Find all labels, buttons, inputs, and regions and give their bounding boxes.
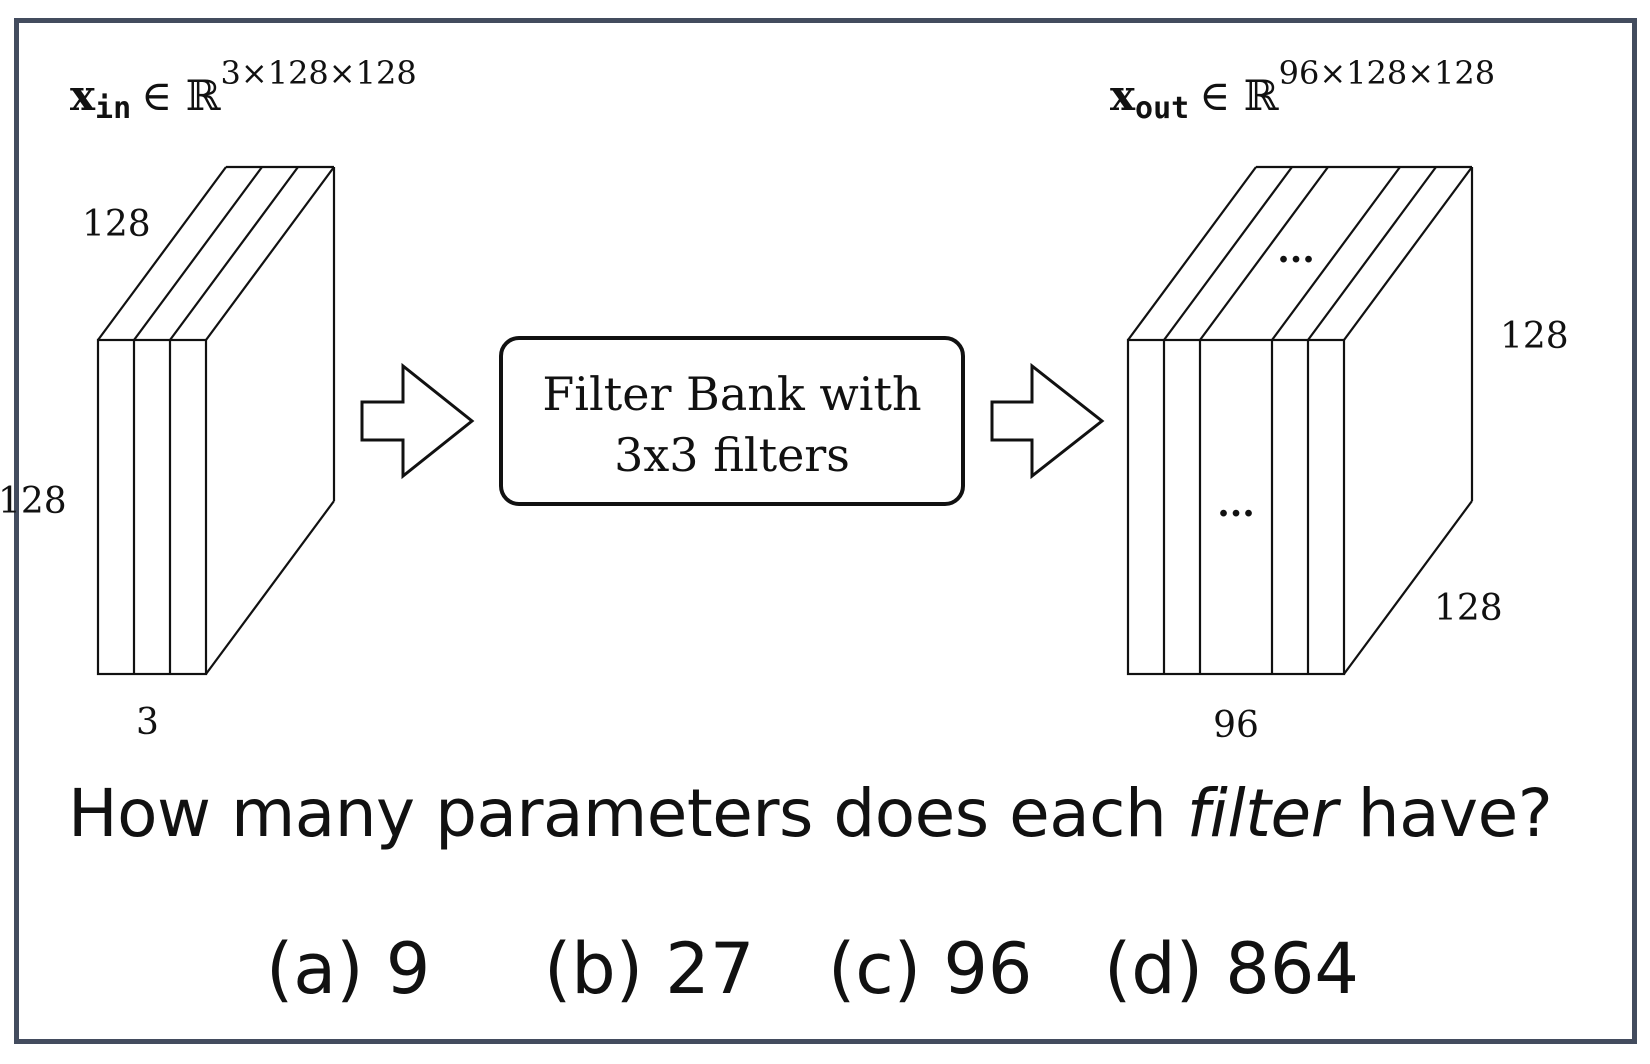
input-depth-label: 128: [82, 204, 151, 245]
output-depth-label: 128: [1434, 588, 1503, 629]
slide-frame: [14, 18, 1637, 1044]
filter-box-line1: Filter Bank with: [542, 367, 921, 421]
question-emphasis: filter: [1186, 775, 1338, 852]
output-label: xout∈ ℝ96×128×128: [1110, 54, 1495, 126]
question-text: How many parameters does each filter hav…: [68, 775, 1553, 852]
option-c[interactable]: (c) 96: [828, 928, 1033, 1010]
input-height-label: 128: [0, 481, 67, 522]
option-b[interactable]: (b) 27: [544, 928, 755, 1010]
output-height-label: 128: [1500, 316, 1569, 357]
filter-bank-box: [499, 336, 965, 506]
filter-box-line2: 3x3 filters: [614, 428, 850, 482]
arrow-right-icon: [360, 362, 475, 480]
output-ellipsis-front: ...: [1217, 483, 1255, 525]
output-tensor-block: [1126, 165, 1474, 676]
question-before: How many parameters does each: [68, 775, 1187, 852]
input-tensor-block: [96, 165, 336, 676]
input-channels-label: 3: [136, 702, 159, 743]
input-label: xin∈ ℝ3×128×128: [70, 54, 417, 126]
output-ellipsis-top: ...: [1277, 229, 1315, 271]
output-channels-label: 96: [1213, 705, 1259, 746]
arrow-right-icon: [990, 362, 1105, 480]
option-a[interactable]: (a) 9: [266, 928, 431, 1010]
option-d[interactable]: (d) 864: [1104, 928, 1359, 1010]
question-after: have?: [1337, 775, 1553, 852]
